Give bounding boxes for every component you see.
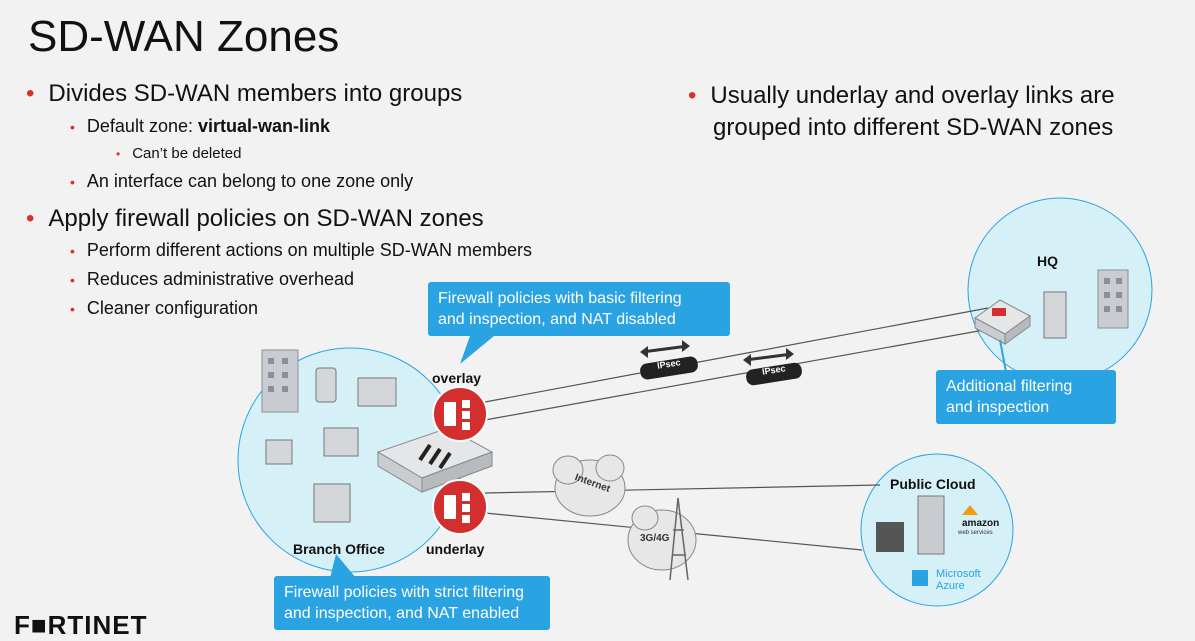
bullet-apply-policies: •Apply firewall policies on SD-WAN zones [26, 205, 484, 232]
phone-icon [315, 367, 337, 403]
hq-building-icon [1097, 269, 1129, 329]
usually-line2: grouped into different SD-WAN zones [713, 114, 1114, 141]
cloud-rack-icon [917, 495, 945, 555]
overlay-callout-pointer [460, 336, 494, 364]
cloud-server-icon [876, 522, 904, 552]
usually-line1: Usually underlay and overlay links are [710, 82, 1115, 109]
overlay-label: overlay [432, 370, 482, 386]
amazon-label: amazon [962, 518, 1000, 529]
hq-callout-line1: Additional filtering [946, 378, 1073, 395]
hq-callout: Additional filtering and inspection [936, 370, 1116, 424]
underlay-callout: Firewall policies with strict filtering … [274, 576, 550, 630]
branch-office-label: Branch Office [293, 541, 385, 557]
overlay-zone-icon [432, 386, 488, 442]
cell-label: 3G/4G [640, 533, 670, 544]
branch-building-icon [261, 349, 299, 413]
cleaner-text: Cleaner configuration [86, 298, 259, 318]
default-zone-prefix: Default zone: [86, 116, 198, 136]
default-zone-name: virtual-wan-link [197, 116, 331, 136]
underlay-zone-icon [432, 479, 488, 535]
page-title: SD-WAN Zones [28, 12, 340, 61]
underlay-link-internet [484, 484, 881, 494]
overlay-callout-line2: and inspection, and NAT disabled [438, 311, 676, 328]
scanner-icon [357, 377, 397, 407]
bullet-different-actions: •Perform different actions on multiple S… [70, 240, 533, 260]
overhead-text: Reduces administrative overhead [86, 269, 355, 289]
underlay-callout-line1: Firewall policies with strict filtering [284, 584, 525, 601]
azure-label-1: Microsoft [936, 568, 981, 580]
amazon-icon [962, 505, 978, 515]
ipsec-tunnel-2 [743, 348, 802, 386]
overlay-link-2 [484, 327, 996, 421]
underlay-callout-line2: and inspection, and NAT enabled [284, 605, 520, 622]
bullet-cant-delete: •Can’t be deleted [116, 145, 242, 162]
hq-callout-pointer [999, 339, 1007, 373]
overlay-callout-line1: Firewall policies with basic filtering [438, 290, 682, 307]
bullet-divides-text: Divides SD-WAN members into groups [48, 80, 463, 107]
public-cloud-label: Public Cloud [890, 476, 976, 492]
hq-fortigate-icon [974, 299, 1031, 345]
network-diagram [237, 197, 1153, 607]
hq-callout-line2: and inspection [946, 399, 1050, 416]
bullet-overhead: •Reduces administrative overhead [70, 269, 355, 289]
amazon-sub-label: web services [958, 530, 993, 536]
bullet-usually: •Usually underlay and overlay links are … [688, 82, 1115, 141]
underlay-callout-pointer [330, 554, 356, 578]
hq-server-icon [1043, 291, 1067, 339]
underlay-label: underlay [426, 541, 485, 557]
bullet-divides: •Divides SD-WAN members into groups [26, 80, 463, 107]
laptop-icon [265, 439, 293, 465]
bullet-default-zone: •Default zone: virtual-wan-link [70, 116, 331, 136]
overlay-callout: Firewall policies with basic filtering a… [428, 282, 730, 336]
internet-cloud-icon [552, 454, 626, 517]
apply-policies-text: Apply firewall policies on SD-WAN zones [48, 205, 484, 232]
ipsec-tunnel-1 [640, 340, 698, 380]
azure-label-2: Azure [936, 580, 965, 592]
overlay-link-1 [484, 307, 989, 403]
cant-delete-text: Can’t be deleted [132, 145, 242, 162]
azure-label: Microsoft Azure [936, 568, 981, 592]
one-zone-text: An interface can belong to one zone only [86, 171, 414, 191]
printer-icon [323, 427, 359, 457]
desktop-icon [313, 483, 351, 523]
bullet-cleaner: •Cleaner configuration [70, 298, 259, 318]
different-actions-text: Perform different actions on multiple SD… [86, 240, 533, 260]
hq-label: HQ [1037, 253, 1058, 269]
bullet-one-zone: •An interface can belong to one zone onl… [70, 171, 414, 191]
azure-icon [912, 570, 928, 586]
cell-tower-icon [669, 497, 689, 581]
